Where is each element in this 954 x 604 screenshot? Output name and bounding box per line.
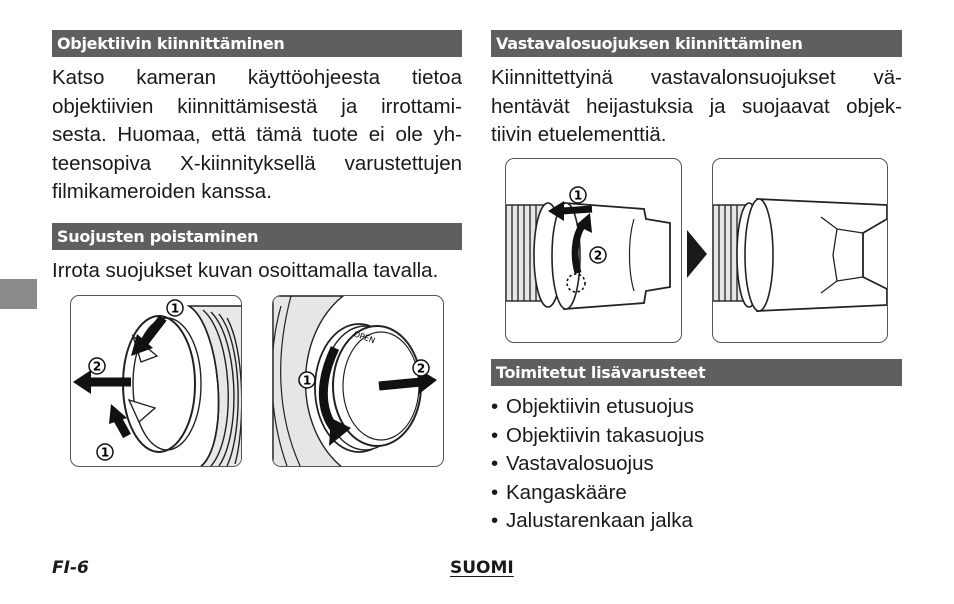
callout-2: 2 — [417, 362, 425, 376]
callout-2: 2 — [93, 360, 101, 374]
list-item: •Kangaskääre — [491, 479, 704, 508]
callout-1: 1 — [171, 302, 179, 316]
paragraph-line: tiivin etuelementtiä. — [491, 123, 667, 146]
hood-paragraph: Kiinnittettyinä vastavalonsuojukset vä- … — [491, 64, 902, 150]
hood-attach-figure: 1 2 — [505, 158, 682, 343]
paragraph-line: hentävät heijastuksia ja suojaavat objek… — [491, 94, 902, 118]
section-heading-mount-lens: Objektiivin kiinnittäminen — [52, 30, 462, 57]
callout-2: 2 — [594, 249, 602, 263]
callout-1: 1 — [574, 189, 582, 203]
list-item: •Vastavalosuojus — [491, 450, 704, 479]
chapter-tab — [0, 279, 37, 309]
paragraph-line: teensopiva X-kiinnityksellä varustettuje… — [52, 151, 462, 175]
hood-attached-figure — [712, 158, 888, 343]
rear-cap-removal-figure: OPEN 1 2 — [272, 295, 444, 467]
page-number: FI-6 — [52, 558, 89, 578]
list-item: •Objektiivin etusuojus — [491, 393, 704, 422]
section-heading-remove-caps: Suojusten poistaminen — [52, 223, 462, 250]
paragraph-line: Kiinnittettyinä vastavalonsuojukset vä- — [491, 66, 902, 89]
callout-1: 1 — [101, 446, 109, 460]
language-label: SUOMI — [450, 558, 514, 578]
paragraph-line: objektiivien kiinnittämisestä ja irrotta… — [52, 94, 462, 118]
accessories-list: •Objektiivin etusuojus •Objektiivin taka… — [491, 393, 704, 536]
list-item-text: Objektiivin etusuojus — [506, 395, 695, 418]
list-item-text: Kangaskääre — [506, 480, 627, 504]
list-item-text: Jalustarenkaan jalka — [506, 509, 693, 533]
next-step-arrow-icon — [687, 230, 707, 278]
list-item-text: Objektiivin takasuojus — [506, 423, 705, 447]
section-heading-hood: Vastavalosuojuksen kiinnittäminen — [491, 30, 902, 57]
paragraph-line: Katso kameran käyttöohjeesta tietoa — [52, 66, 462, 89]
list-item-text: Vastavalosuojus — [506, 452, 654, 476]
list-item: •Objektiivin takasuojus — [491, 422, 704, 451]
section-heading-accessories: Toimitetut lisävarusteet — [491, 359, 902, 386]
callout-1: 1 — [303, 374, 311, 388]
front-cap-removal-figure: 1 2 1 — [70, 295, 242, 467]
paragraph-line: filmikameroiden kanssa. — [52, 180, 272, 203]
list-item: •Jalustarenkaan jalka — [491, 507, 704, 536]
paragraph-line: sesta. Huomaa, että tämä tuote ei ole yh… — [52, 123, 462, 146]
mount-lens-paragraph: Katso kameran käyttöohjeesta tietoa obje… — [52, 64, 462, 207]
remove-caps-text: Irrota suojukset kuvan osoittamalla tava… — [52, 259, 439, 282]
